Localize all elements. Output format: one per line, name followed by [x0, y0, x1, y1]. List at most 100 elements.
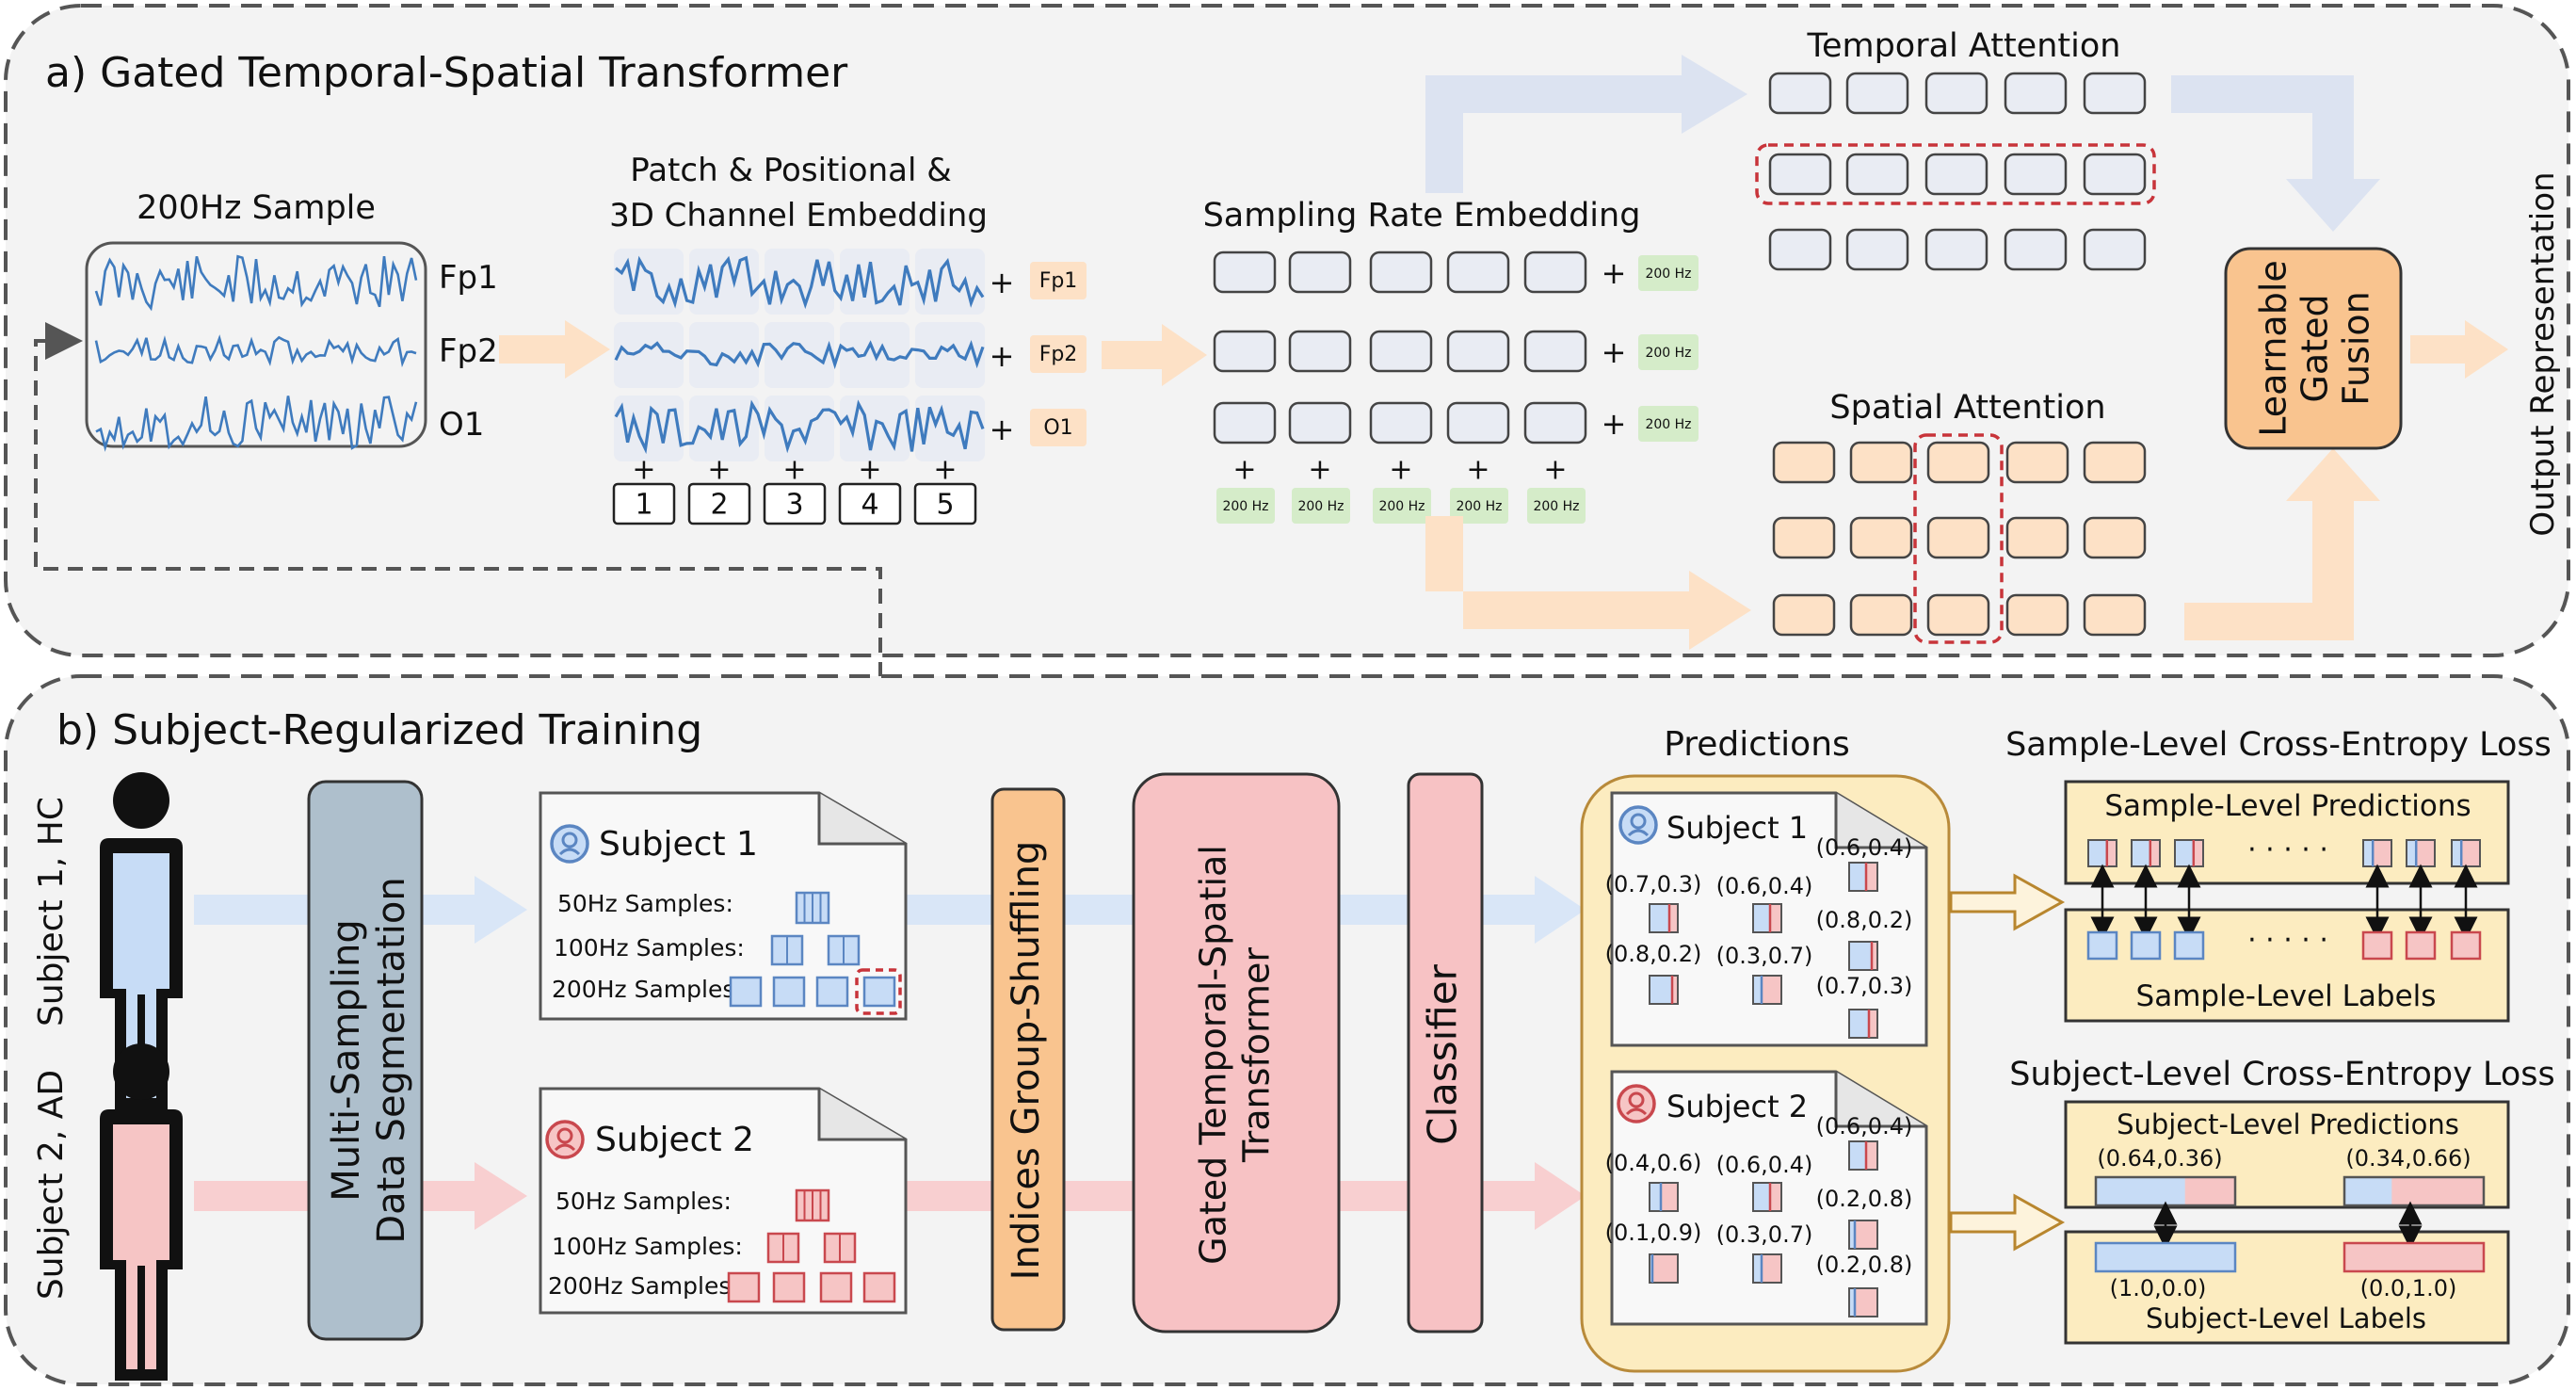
- temporal-token-1-2: [1845, 72, 1909, 115]
- temporal-highlight: [1755, 143, 2156, 205]
- subject-label-bar-1: [2094, 1241, 2237, 1273]
- sr-token-1-5: [1523, 251, 1587, 294]
- pred2Items-7-blue: [1849, 1288, 1855, 1317]
- pred1Items-7-frame: [1848, 1009, 1878, 1039]
- pred2Items-1-frame: [1649, 1182, 1679, 1212]
- sr-plus-right-3: +: [1602, 406, 1627, 442]
- rate-tag-bottom-text-3: 200 Hz: [1378, 499, 1425, 514]
- patch-plus-2: +: [990, 338, 1015, 374]
- pred2Items-6-blue: [1753, 1254, 1762, 1283]
- channel-tag-text-3: O1: [1043, 416, 1072, 440]
- doc1-row-200hz: 200Hz Samples:: [552, 976, 743, 1003]
- pred2Items-4-blue: [1849, 1220, 1855, 1249]
- multi-sampling-segmentation-box: [307, 780, 424, 1341]
- patch-index-box-5: [913, 482, 977, 525]
- pred1Items-3-frame: [1848, 862, 1878, 892]
- transformer-text-1: Gated Temporal-Spatial: [1193, 845, 1234, 1265]
- spatial-token-3-1: [1772, 593, 1836, 637]
- temporal-token-2-3: [1924, 153, 1988, 196]
- sample-pred-title: Sample-Level Predictions: [2104, 789, 2471, 823]
- pred2Items-2-blue: [1753, 1183, 1770, 1211]
- pred1Items-2-label: (0.6,0.4): [1716, 873, 1813, 899]
- sr-token-3-4: [1446, 401, 1510, 444]
- pred2Items-5-red: [1650, 1254, 1678, 1283]
- pred1Items-7-label: (0.7,0.3): [1816, 973, 1913, 999]
- channel-tag-2: [1030, 335, 1087, 373]
- sr-token-2-3: [1369, 330, 1433, 373]
- index-plus-5: +: [933, 454, 957, 487]
- segmentation-text-2: Data Segmentation: [370, 877, 413, 1243]
- spatial-token-1-1: [1772, 441, 1836, 484]
- panel-a-title: a) Gated Temporal-Spatial Transformer: [45, 49, 848, 97]
- hollow-arrow-sample: [1949, 873, 2066, 931]
- rate-tag-bottom-2: [1292, 488, 1350, 524]
- pred2Items-7-frame: [1848, 1287, 1878, 1317]
- pred1Items-4-frame: [1848, 941, 1878, 971]
- sample-labels-title: Sample-Level Labels: [2136, 979, 2437, 1013]
- patch-wave-2: [614, 339, 985, 370]
- patch-index-text-2: 2: [710, 489, 728, 522]
- peach-arrow-1: [499, 320, 610, 379]
- peach-arrow-fusion: [2184, 448, 2380, 640]
- patch-2-3: [765, 322, 834, 388]
- subject2-doc-title: Subject 2: [595, 1121, 754, 1159]
- sample-label-square-6: [2450, 930, 2482, 961]
- doc1-200hz-square-1: [729, 976, 763, 1008]
- subject-loss-title: Subject-Level Cross-Entropy Loss: [2009, 1056, 2554, 1093]
- pred1Items-2-frame: [1752, 903, 1782, 933]
- sampling-rate-title: Sampling Rate Embedding: [1203, 197, 1641, 234]
- fusion-text-2: Gated: [2294, 294, 2336, 402]
- sample-label-square-3: [2173, 930, 2205, 961]
- fusion-text-1: Learnable: [2253, 260, 2294, 437]
- spatial-token-2-3: [1926, 516, 1990, 559]
- rate-tag-right-1: [1638, 255, 1699, 291]
- peach-arrow-spatial: [1425, 516, 1751, 650]
- patch-plus-1: +: [990, 265, 1015, 300]
- spatial-token-1-4: [2005, 441, 2069, 484]
- subject-pred-bar-1-blue: [2096, 1177, 2185, 1205]
- doc2-sample-squares: [727, 1188, 896, 1303]
- sample-pred-dots: · · · · ·: [2247, 833, 2328, 866]
- pred1Items-6-frame: [1752, 975, 1782, 1005]
- pred2Items-4-label: (0.2,0.8): [1816, 1186, 1913, 1212]
- pred2Items-1-label: (0.4,0.6): [1605, 1150, 1702, 1176]
- pred1Items-2-blue: [1753, 904, 1770, 932]
- patch-index-box-1: [612, 482, 676, 525]
- pred1-fold: [1834, 793, 1926, 849]
- spatial-token-2-2: [1849, 516, 1913, 559]
- temporal-token-1-4: [2004, 72, 2068, 115]
- pred1Items-5-blue: [1650, 976, 1672, 1004]
- pred1Items-7-blue: [1849, 1010, 1869, 1038]
- blue-arrow-temporal: [1425, 55, 1747, 193]
- rate-tag-right-text-2: 200 Hz: [1645, 346, 1691, 361]
- doc2-fold: [817, 1089, 906, 1141]
- rate-tag-bottom-text-2: 200 Hz: [1297, 499, 1344, 514]
- subject-loss-elements: [2094, 1175, 2486, 1273]
- sample-label-square-5: [2405, 930, 2437, 961]
- sr-token-3-3: [1369, 401, 1433, 444]
- patch-index-text-1: 1: [635, 489, 652, 522]
- pred1Items-3-label: (0.6,0.4): [1816, 834, 1913, 861]
- patch-2-1: [614, 322, 684, 388]
- spatial-attention-grid: [1772, 441, 2147, 637]
- sample-pred-blue-4: [2363, 840, 2374, 866]
- doc2-row-50hz: 50Hz Samples:: [555, 1188, 732, 1215]
- temporal-token-2-5: [2083, 153, 2147, 196]
- pred2Items-6-label: (0.3,0.7): [1716, 1221, 1813, 1248]
- sr-token-1-4: [1446, 251, 1510, 294]
- doc1-sample-squares: [729, 891, 896, 1008]
- sample-pred-blue-5: [2407, 840, 2417, 866]
- doc2-row-200hz: 200Hz Samples:: [548, 1272, 739, 1300]
- subject2-avatar-icon: [545, 1120, 585, 1159]
- temporal-token-1-3: [1924, 72, 1988, 115]
- subject-label-value-1: (1.0,0.0): [2110, 1275, 2207, 1301]
- spatial-highlight: [1913, 433, 2004, 644]
- temporal-title: Temporal Attention: [1807, 27, 2121, 65]
- pred1Items-1-label: (0.7,0.3): [1605, 871, 1702, 897]
- sr-plus-right-2: +: [1602, 334, 1627, 370]
- rate-tag-right-2: [1638, 334, 1699, 370]
- sample-wave-3: [95, 396, 418, 452]
- output-representation-label: Output Representation: [2524, 171, 2562, 536]
- temporal-token-2-1: [1768, 153, 1832, 196]
- spatial-token-1-2: [1849, 441, 1913, 484]
